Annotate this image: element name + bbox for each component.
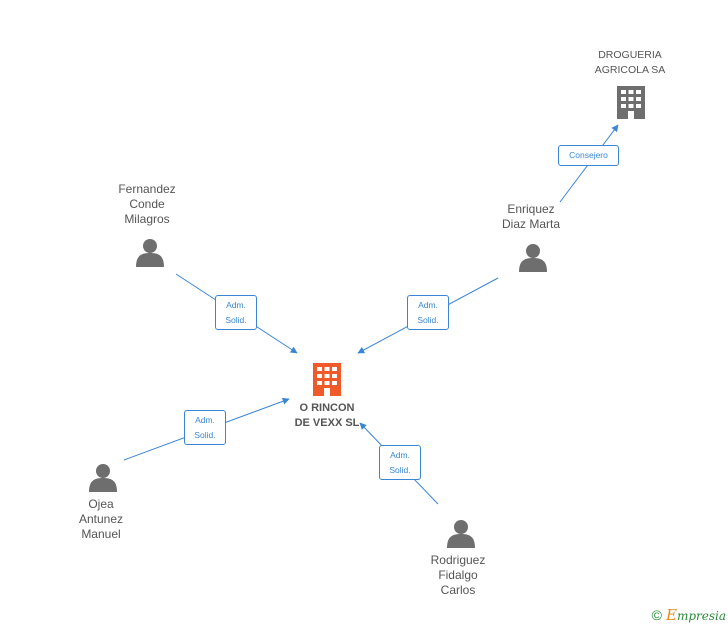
person-icon-enriquez[interactable]	[519, 244, 547, 272]
edge-label-fernandez: Adm. Solid.	[215, 295, 257, 330]
node-label-fernandez[interactable]: Fernandez Conde Milagros	[118, 182, 176, 226]
node-label-drogueria[interactable]: DROGUERIA AGRICOLA SA	[594, 49, 666, 76]
edge-label-consejero: Consejero	[558, 145, 619, 166]
node-label-ojea[interactable]: Ojea Antunez Manuel	[78, 497, 124, 541]
person-icon-fernandez[interactable]	[136, 239, 164, 267]
node-label-main-company[interactable]: O RINCON DE VEXX SL	[294, 402, 360, 429]
copyright-symbol: ©	[651, 607, 662, 623]
footer-brand: © Empresia	[652, 606, 726, 624]
building-icon-drogueria[interactable]	[617, 86, 645, 119]
edge-label-rodriguez: Adm. Solid.	[379, 445, 421, 480]
node-label-enriquez[interactable]: Enriquez Diaz Marta	[501, 202, 560, 231]
brand-logo-initial: E	[665, 606, 677, 624]
edge-label-ojea: Adm. Solid.	[184, 410, 226, 445]
person-icon-ojea[interactable]	[89, 464, 117, 492]
edge-label-enriquez: Adm. Solid.	[407, 295, 449, 330]
brand-logo-text: mpresia	[676, 609, 726, 623]
building-icon-main[interactable]	[313, 363, 341, 396]
node-label-rodriguez[interactable]: Rodriguez Fidalgo Carlos	[430, 553, 486, 597]
person-icon-rodriguez[interactable]	[447, 520, 475, 548]
